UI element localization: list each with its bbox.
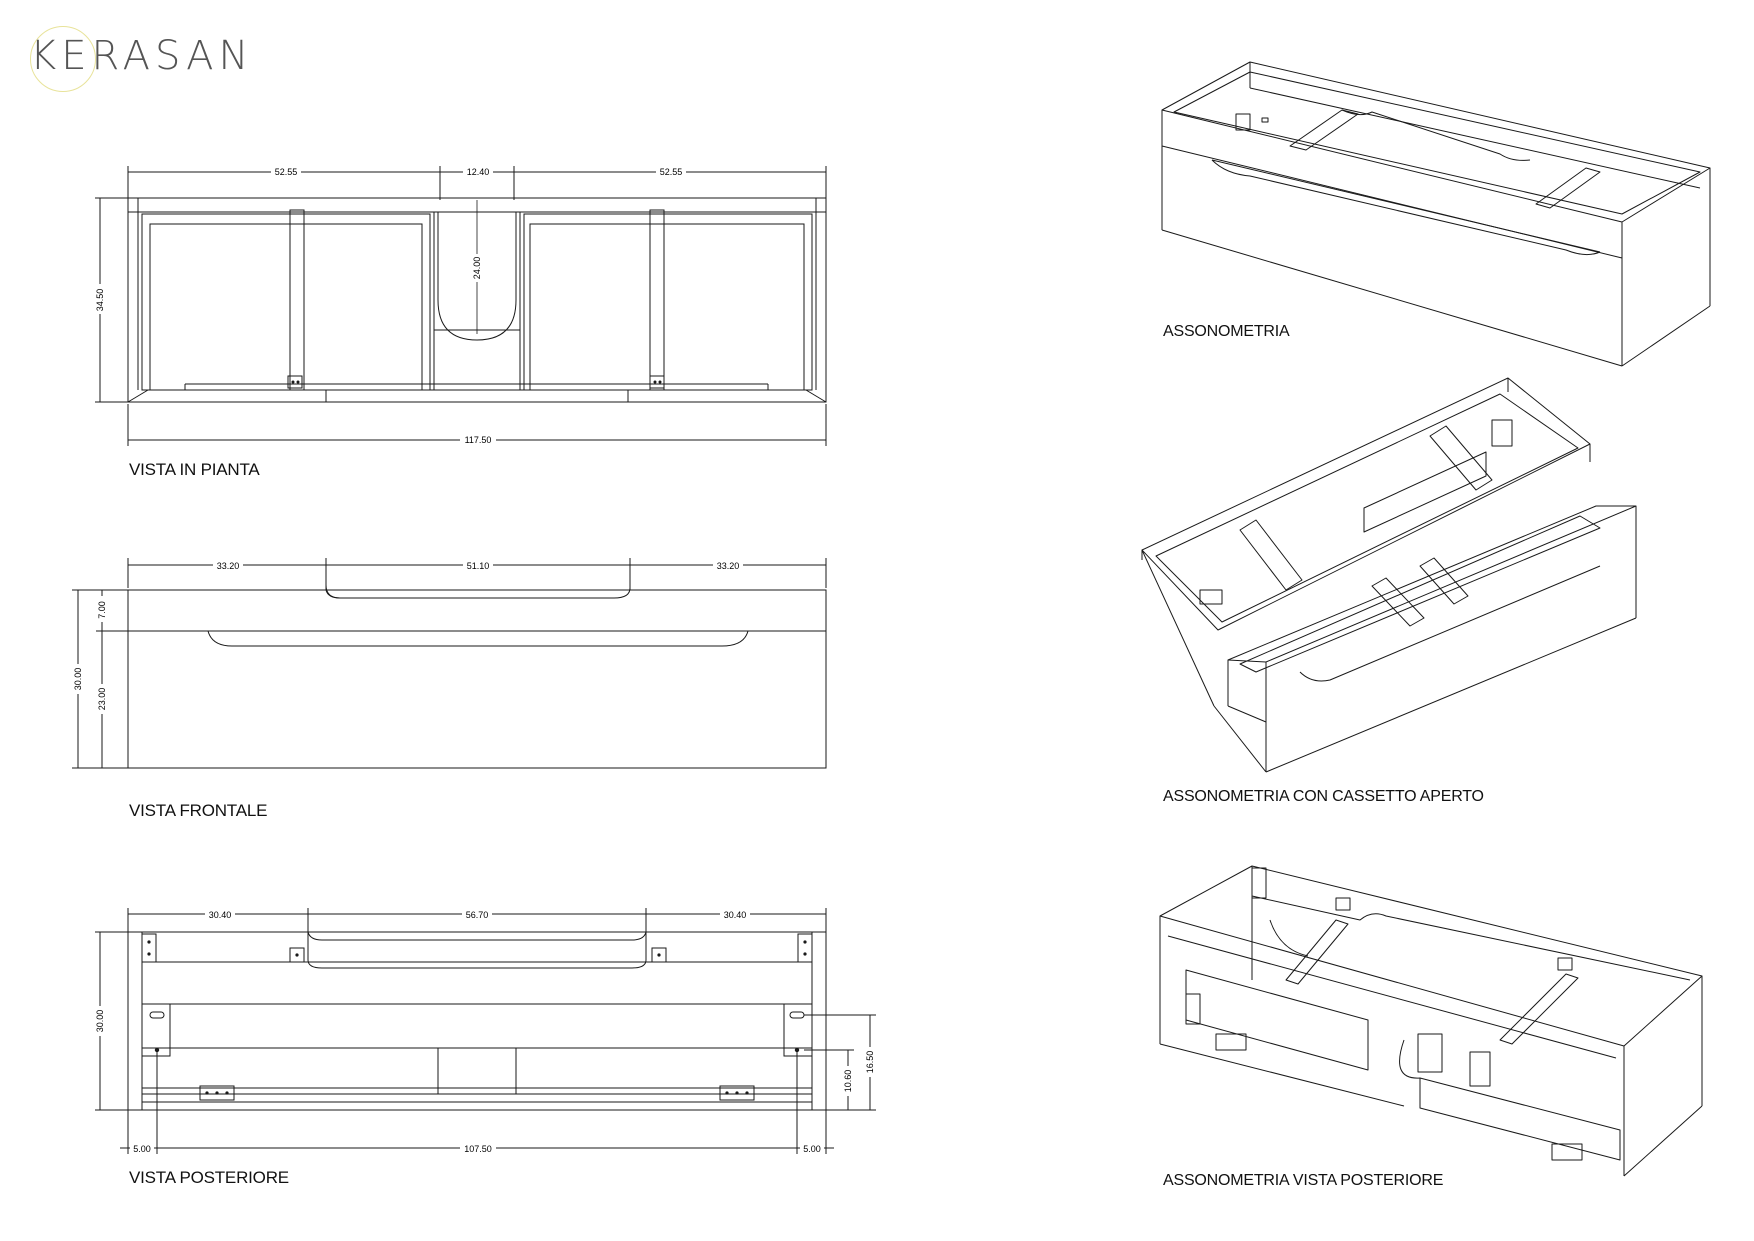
isometric-open-title: ASSONOMETRIA CON CASSETTO APERTO bbox=[1163, 788, 1484, 805]
rear-dim-right: 30.40 bbox=[724, 910, 747, 920]
brand-logo: KERASAN bbox=[30, 33, 254, 79]
plan-dim-total: 117.50 bbox=[465, 435, 492, 445]
logo-ring bbox=[30, 26, 96, 92]
rear-dim-left: 30.40 bbox=[209, 910, 232, 920]
rear-dim-hole-small: 10.60 bbox=[843, 1070, 853, 1093]
plan-dim-depth: 34.50 bbox=[95, 289, 105, 312]
plan-dim-left: 52.55 bbox=[275, 167, 298, 177]
front-dim-height: 30.00 bbox=[73, 668, 83, 691]
front-dim-right: 33.20 bbox=[717, 561, 740, 571]
rear-dim-center: 56.70 bbox=[466, 910, 489, 920]
front-dim-drawer: 23.00 bbox=[97, 688, 107, 711]
front-view-title: VISTA FRONTALE bbox=[129, 801, 268, 820]
front-dim-top: 7.00 bbox=[97, 601, 107, 619]
isometric-rear-title: ASSONOMETRIA VISTA POSTERIORE bbox=[1163, 1172, 1444, 1189]
rear-dim-height: 30.00 bbox=[95, 1010, 105, 1033]
isometric-closed-title: ASSONOMETRIA bbox=[1163, 323, 1290, 340]
rear-view-title: VISTA POSTERIORE bbox=[129, 1168, 289, 1187]
rear-dim-offset-right: 5.00 bbox=[803, 1144, 821, 1154]
rear-dim-hole-span: 107.50 bbox=[464, 1144, 492, 1154]
plan-dim-cutout: 24.00 bbox=[472, 257, 482, 280]
plan-dim-center: 12.40 bbox=[467, 167, 490, 177]
rear-dim-hole-large: 16.50 bbox=[865, 1051, 875, 1074]
plan-dim-right: 52.55 bbox=[660, 167, 683, 177]
rear-dim-offset-left: 5.00 bbox=[133, 1144, 151, 1154]
front-dim-left: 33.20 bbox=[217, 561, 240, 571]
front-dim-center: 51.10 bbox=[467, 561, 490, 571]
plan-view-title: VISTA IN PIANTA bbox=[129, 460, 260, 479]
